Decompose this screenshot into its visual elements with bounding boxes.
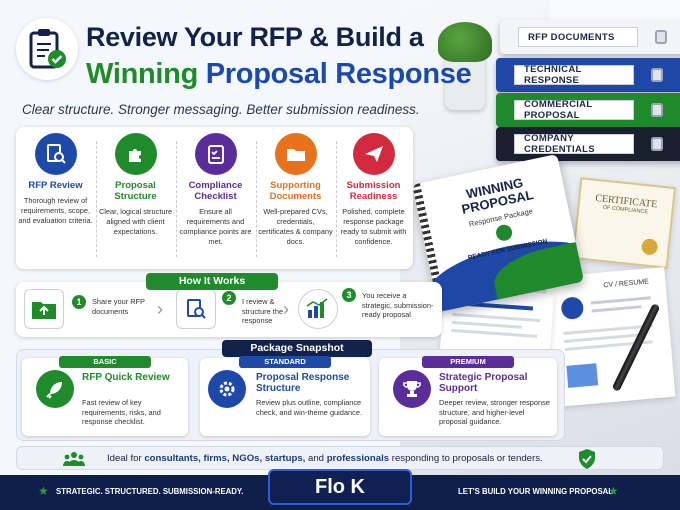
package-premium: PREMIUM Strategic Proposal Support Deepe… (379, 356, 557, 436)
feature-desc: Polished, complete response package read… (340, 207, 407, 246)
feature-submission-readiness: Submission Readiness Polished, complete … (334, 133, 413, 265)
how-it-works-panel: 1 Share your RFP documents › 2 I review … (16, 282, 442, 337)
star-icon: ★ (38, 484, 49, 498)
package-tag: PREMIUM (422, 356, 514, 368)
feature-proposal-structure: Proposal Structure Clear, logical struct… (96, 133, 175, 265)
chevron-right-icon: › (283, 299, 289, 319)
chevron-right-icon: › (157, 299, 163, 319)
footer-left-text: STRATEGIC. STRUCTURED. SUBMISSION-READY. (56, 487, 244, 496)
paper-plane-icon (352, 133, 395, 175)
puzzle-gear-icon (208, 370, 246, 408)
step-number: 2 (222, 291, 236, 305)
cv-label: CV / RESUME (603, 278, 650, 290)
feature-desc: Thorough review of requirements, scope, … (18, 196, 93, 225)
package-tag: STANDARD (239, 356, 331, 368)
step-text: Share your RFP documents (92, 297, 145, 316)
step-text: I review & structure the response (242, 297, 284, 325)
package-desc: Deeper review, stronger response structu… (439, 398, 550, 426)
feature-title: Supporting Documents (269, 180, 322, 202)
feature-title: Compliance Checklist (188, 180, 243, 202)
puzzle-icon (114, 133, 157, 175)
package-desc: Fast review of key requirements, risks, … (82, 398, 161, 426)
binder-label: TECHNICAL RESPONSE (514, 64, 634, 86)
shield-check-icon (577, 448, 597, 475)
binder-ring-icon (651, 68, 663, 82)
feature-supporting-documents: Supporting Documents Well-prepared CVs, … (256, 133, 335, 265)
binder-ring-icon (651, 103, 663, 117)
feature-title: RFP Review (28, 180, 83, 191)
binder-ring-icon (655, 30, 667, 44)
feature-rfp-review: RFP Review Thorough review of requiremen… (16, 133, 95, 265)
binder-commercial-proposal: COMMERCIAL PROPOSAL (496, 93, 680, 127)
page-title-line2: Winning Proposal Response (86, 58, 472, 91)
chart-check-icon (298, 289, 338, 329)
binder-rfp-documents: RFP DOCUMENTS (500, 20, 680, 54)
ideal-for-bar: Ideal for consultants, firms, NGOs, star… (16, 446, 664, 470)
package-basic: BASIC RFP Quick Review Fast review of ke… (22, 356, 188, 436)
package-title: Proposal Response Structure (256, 372, 350, 394)
audience-professionals: professionals (326, 453, 390, 464)
package-desc: Review plus outline, compliance check, a… (256, 398, 362, 417)
package-tag: BASIC (59, 356, 151, 368)
feature-compliance-checklist: Compliance Checklist Ensure all requirem… (176, 133, 255, 265)
brand-name: Flo K (268, 469, 412, 505)
person-icon (560, 296, 585, 321)
title-rest: Proposal Response (205, 58, 472, 90)
package-standard: STANDARD Proposal Response Structure Rev… (200, 356, 370, 436)
binder-ring-icon (651, 137, 663, 151)
binder-label: COMPANY CREDENTIALS (514, 133, 634, 155)
binder-label: RFP DOCUMENTS (518, 27, 638, 47)
gold-seal-icon (640, 238, 659, 256)
check-circle-icon (494, 223, 514, 243)
rocket-icon (36, 370, 74, 408)
checklist-icon (194, 133, 237, 175)
ideal-for-text: Ideal for consultants, firms, NGOs, star… (107, 453, 543, 464)
footer-right-text: LET'S BUILD YOUR WINNING PROPOSAL (458, 487, 614, 496)
feature-desc: Clear, logical structure aligned with cl… (98, 207, 173, 236)
title-highlight: Winning (86, 58, 198, 90)
tagline: Clear structure. Stronger messaging. Bet… (22, 102, 420, 117)
binder-technical-response: TECHNICAL RESPONSE (496, 58, 680, 92)
feature-desc: Well-prepared CVs, credentials, certific… (258, 207, 333, 246)
plant-pot (445, 55, 485, 110)
star-icon: ★ (608, 484, 619, 498)
trophy-icon (393, 370, 431, 408)
feature-desc: Ensure all requirements and compliance p… (179, 207, 252, 246)
step-number: 1 (72, 295, 86, 309)
binder-company-credentials: COMPANY CREDENTIALS (496, 127, 680, 161)
group-people-icon (63, 451, 85, 472)
page-title-line1: Review Your RFP & Build a (86, 22, 424, 52)
feature-title: Proposal Structure (114, 180, 157, 202)
binder-label: COMMERCIAL PROPOSAL (514, 99, 634, 121)
step-text: You receive a strategic, submission-read… (362, 291, 434, 319)
package-title: Strategic Proposal Support (439, 372, 528, 394)
folder-icon (274, 133, 317, 175)
package-snapshot-heading: Package Snapshot (222, 340, 372, 357)
step-number: 3 (342, 288, 356, 302)
document-search-icon (176, 289, 216, 329)
document-search-icon (34, 133, 77, 175)
feature-title: Submission Readiness (346, 180, 401, 202)
package-title: RFP Quick Review (82, 372, 170, 383)
features-panel: RFP Review Thorough review of requiremen… (16, 127, 413, 269)
audience-list: consultants, firms, NGOs, startups, (144, 453, 306, 464)
upload-folder-icon (24, 289, 64, 329)
plant-leaves (438, 22, 492, 62)
certificate: CERTIFICATE OF COMPLIANCE (571, 177, 677, 269)
how-it-works-heading: How It Works (146, 273, 278, 290)
clipboard-check-logo (16, 18, 78, 80)
